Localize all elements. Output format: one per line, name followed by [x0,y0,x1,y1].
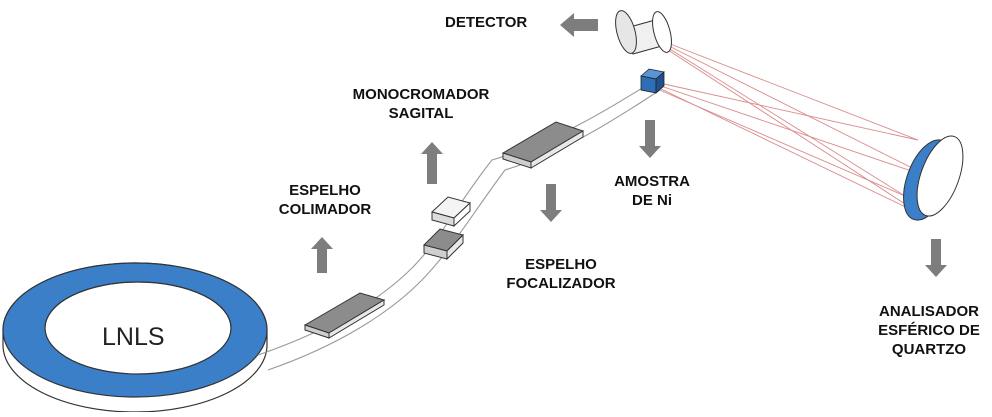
sample-label-line2: DE Ni [631,192,672,209]
analyzer-label-line2: ESFÉRICO DE [878,322,980,339]
quartz-analyzer [903,135,964,221]
collimating-mirror-plate [303,292,386,339]
focusing-mirror-plate [501,121,585,169]
detector-label-text: DETECTOR [445,14,528,31]
monochromator-arrow [421,142,443,184]
monochromator-label-line1: MONOCROMADOR [352,86,490,103]
detector-cylinder [615,10,672,55]
collimating-mirror-arrow [311,237,333,273]
sample-label-line1: AMOSTRA [614,173,690,190]
analyzer-arrow [925,239,947,277]
focusing-mirror-label: ESPELHO FOCALIZADOR [494,255,628,293]
focusing-mirror-label-line2: FOCALIZADOR [506,275,616,292]
collimating-mirror-label-line2: COLIMADOR [278,201,372,218]
monochromator-crystals [423,196,471,261]
collimating-mirror-label: ESPELHO COLIMADOR [270,181,380,219]
detector-label: DETECTOR [445,13,527,32]
focusing-mirror-label-line1: ESPELHO [525,256,597,273]
sample-arrow [639,120,661,158]
monochromator-label: MONOCROMADOR SAGITAL [336,85,506,123]
collimating-mirror-label-line1: ESPELHO [289,182,361,199]
analyzer-label-line3: QUARTZO [891,341,967,358]
monochromator-label-line2: SAGITAL [388,105,454,122]
analyzer-label: ANALISADOR ESFÉRICO DE QUARTZO [868,302,990,359]
ni-sample-cube [640,68,665,94]
ring-label: LNLS [102,323,165,351]
detector-arrow [560,13,598,37]
storage-ring [2,262,268,413]
xray-rays [654,41,933,216]
analyzer-label-line1: ANALISADOR [879,303,979,320]
sample-label: AMOSTRA DE Ni [602,172,702,210]
focusing-mirror-arrow [540,184,562,222]
